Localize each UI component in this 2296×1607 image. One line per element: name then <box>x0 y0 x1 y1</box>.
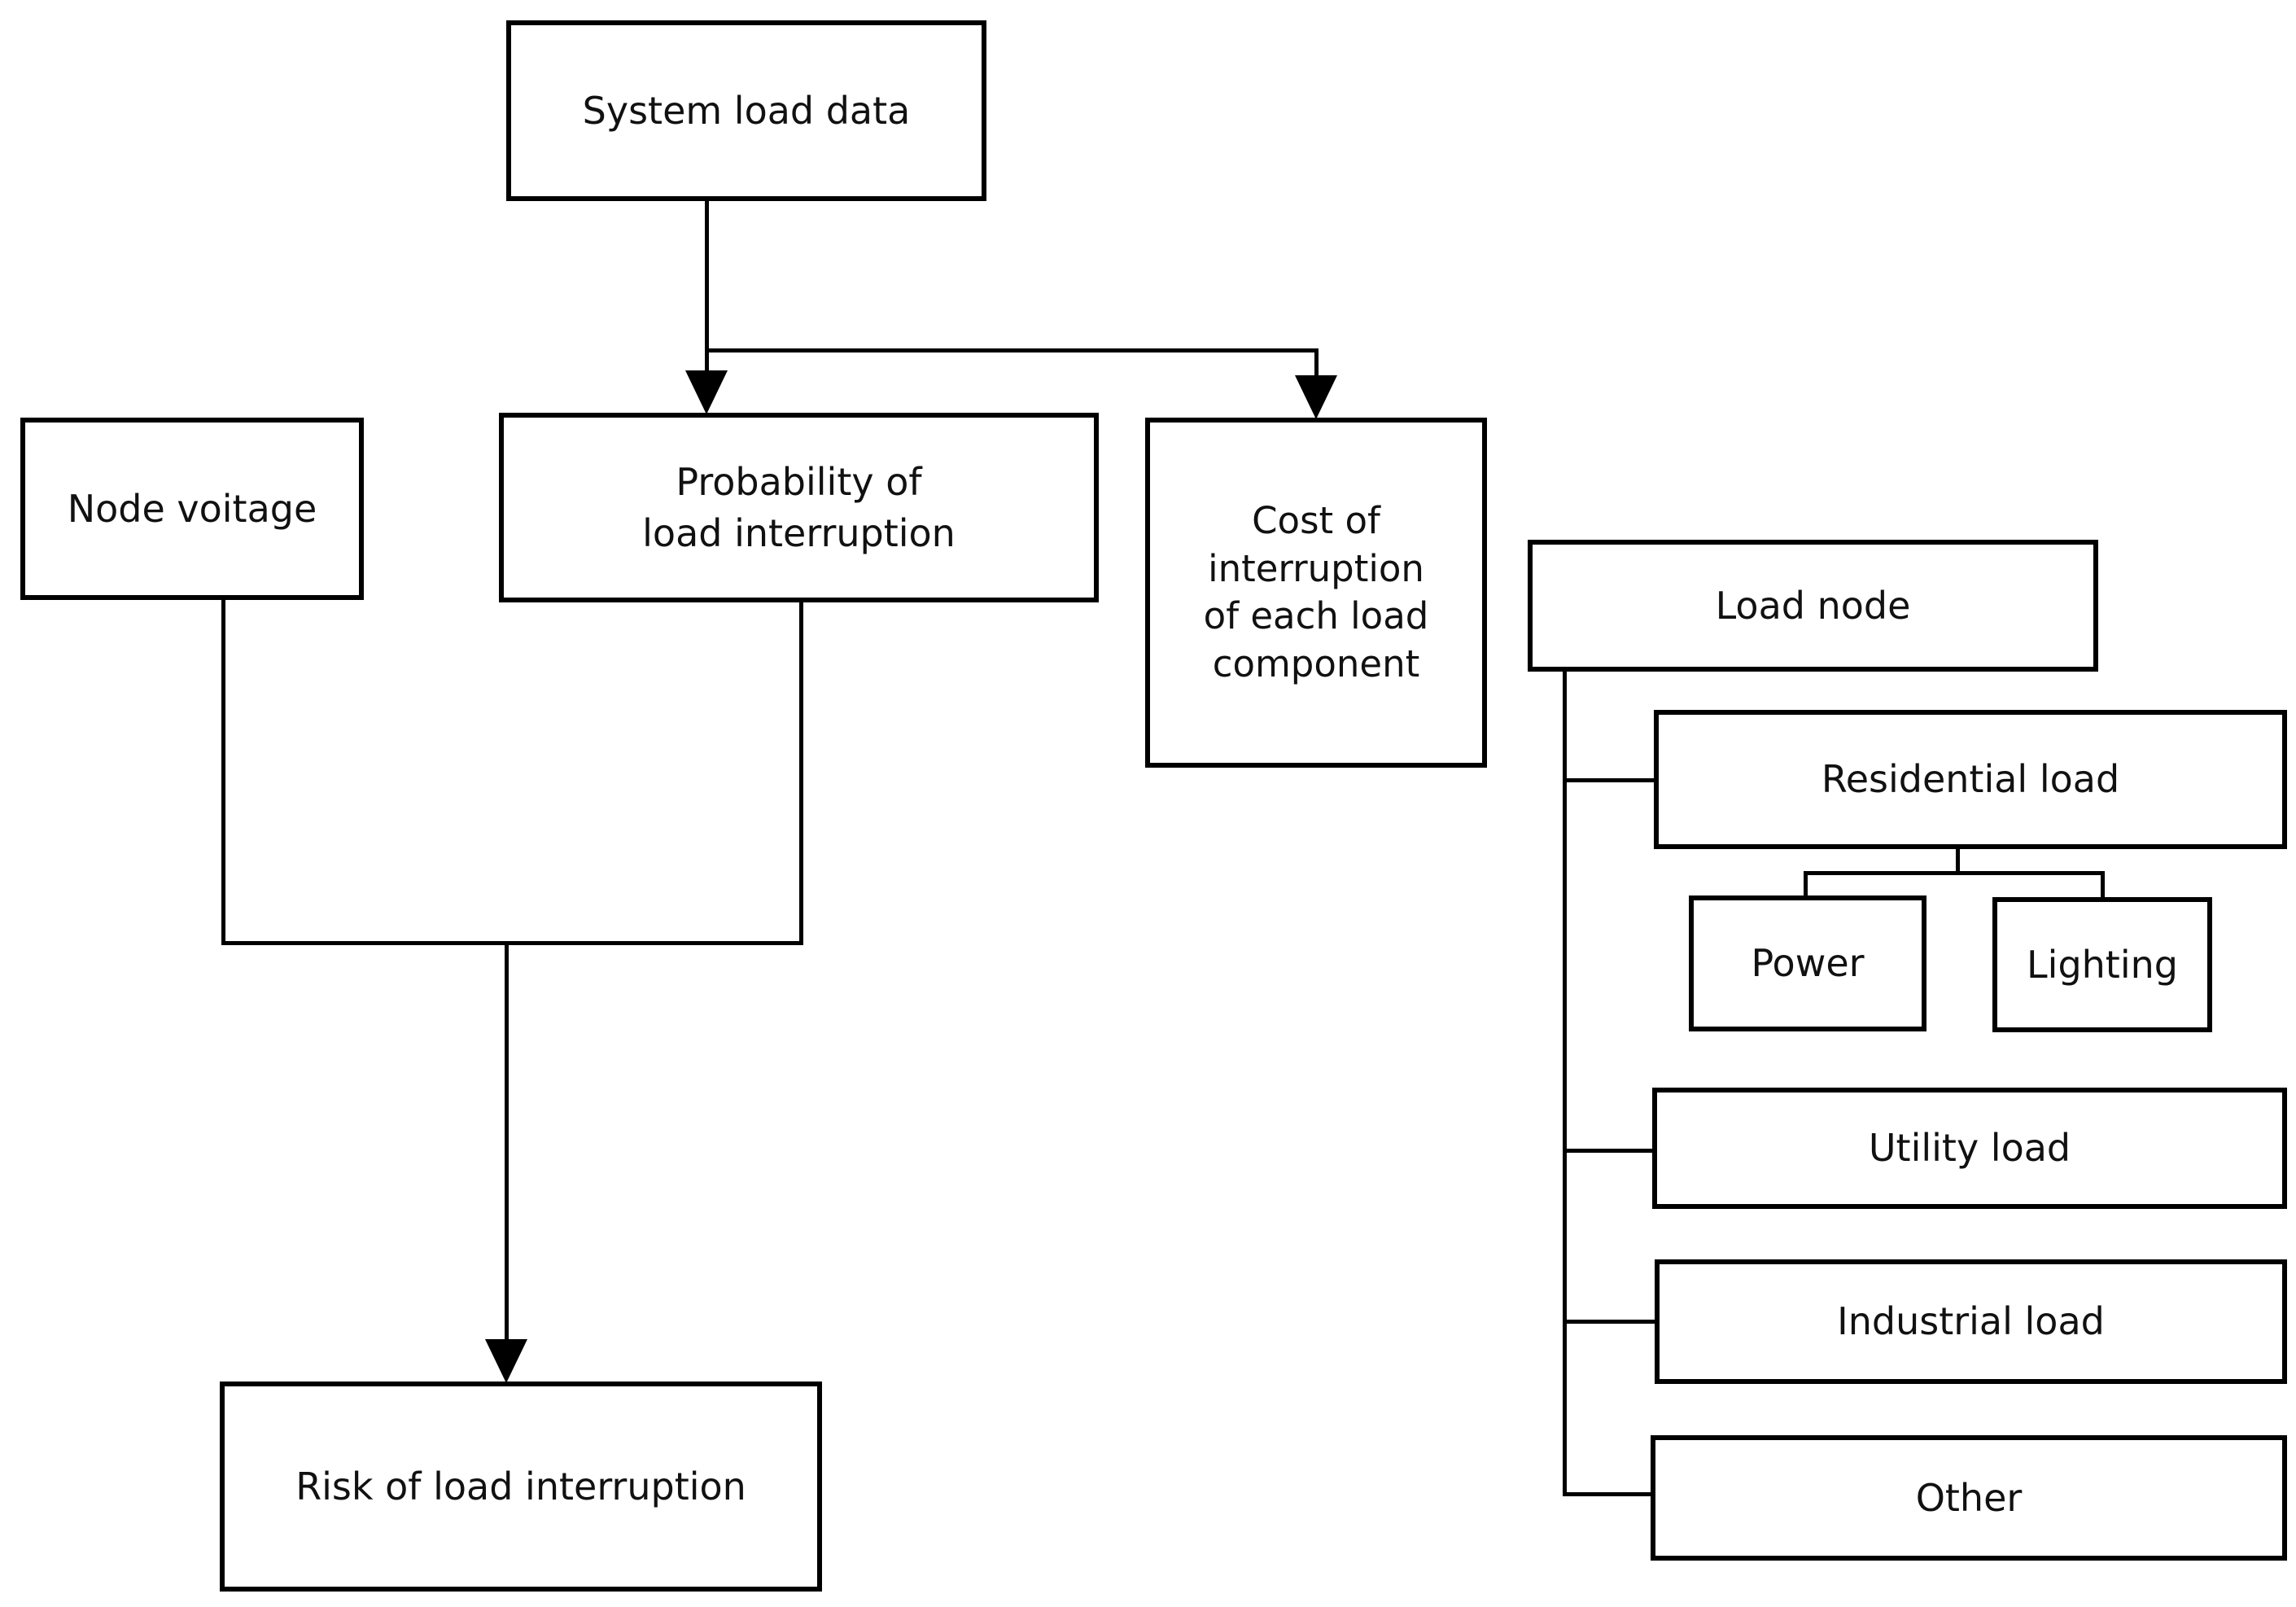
node-utility-load: Utility load <box>1652 1088 2287 1209</box>
node-label-risk-of-load-interruption: Risk of load interruption <box>295 1464 746 1508</box>
edge-residential-split-bar <box>1804 871 2104 875</box>
edge-trunk-to-other <box>1563 1492 1651 1496</box>
edge-load-node-trunk <box>1563 672 1567 1495</box>
arrowhead-into-risk <box>485 1339 527 1383</box>
edge-merge-horizontal <box>221 941 803 945</box>
edge-system-to-probability <box>705 201 709 374</box>
node-lighting: Lighting <box>1992 897 2212 1032</box>
node-probability-of-load-interruption: Probability of load interruption <box>499 413 1099 602</box>
node-industrial-load: Industrial load <box>1655 1259 2287 1384</box>
node-other: Other <box>1651 1435 2287 1561</box>
edge-probability-down <box>799 602 803 944</box>
arrowhead-into-cost <box>1295 375 1337 419</box>
edge-system-to-cost-horizontal <box>705 348 1318 352</box>
edge-split-to-power <box>1804 871 1808 897</box>
node-label-other: Other <box>1915 1475 2023 1520</box>
node-label-load-node: Load node <box>1715 583 1911 628</box>
node-label-probability-of-load-interruption: Probability of load interruption <box>642 460 956 555</box>
node-label-cost-of-interruption: Cost of interruption of each load compon… <box>1203 499 1429 685</box>
edge-trunk-to-residential <box>1563 778 1654 782</box>
node-label-industrial-load: Industrial load <box>1837 1299 2105 1344</box>
node-label-utility-load: Utility load <box>1868 1126 2071 1171</box>
edge-split-to-lighting <box>2101 871 2105 899</box>
node-label-power: Power <box>1751 941 1865 986</box>
node-risk-of-load-interruption: Risk of load interruption <box>220 1381 822 1592</box>
node-label-lighting: Lighting <box>2027 942 2178 987</box>
edge-residential-drop <box>1956 847 1960 874</box>
edge-trunk-to-industrial <box>1563 1320 1655 1324</box>
node-cost-of-interruption: Cost of interruption of each load compon… <box>1145 418 1487 768</box>
edge-merge-to-risk <box>505 941 509 1343</box>
node-system-load-data: System load data <box>506 20 986 201</box>
node-load-node: Load node <box>1528 540 2098 672</box>
node-label-system-load-data: System load data <box>582 88 911 133</box>
node-label-node-voltage: Node voitage <box>67 486 317 531</box>
node-residential-load: Residential load <box>1654 710 2287 849</box>
arrowhead-into-probability <box>685 370 728 414</box>
node-power: Power <box>1689 895 1926 1031</box>
edge-trunk-to-utility <box>1563 1149 1652 1153</box>
node-label-residential-load: Residential load <box>1821 757 2120 802</box>
node-node-voltage: Node voitage <box>20 418 364 600</box>
edge-system-to-cost-vertical <box>1314 348 1319 381</box>
edge-node-voltage-down <box>221 600 225 944</box>
